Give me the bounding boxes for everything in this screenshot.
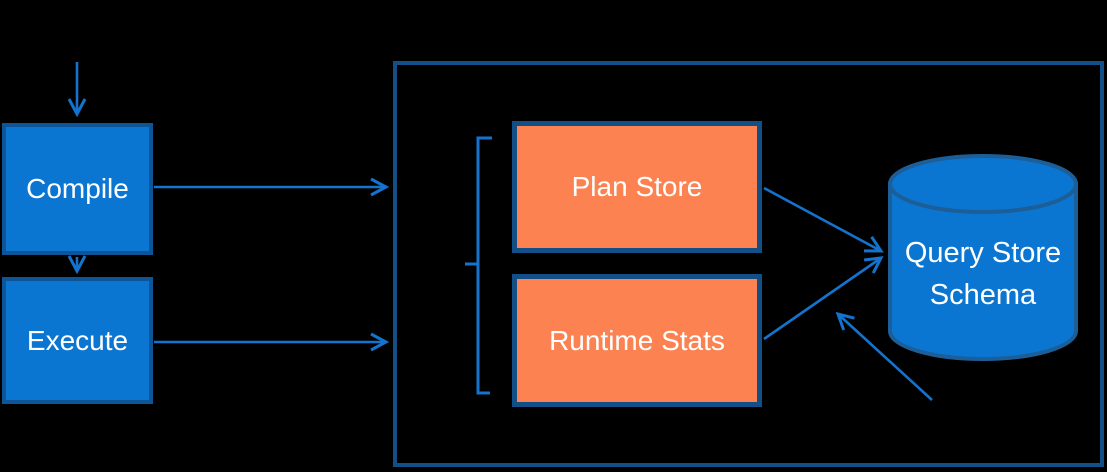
node-execute-label: Execute	[26, 324, 129, 356]
query-store-container-box	[393, 61, 1104, 467]
node-plan-store: Plan Store	[512, 121, 762, 253]
node-plan-store-label: Plan Store	[571, 171, 703, 202]
node-runtime-stats: Runtime Stats	[512, 274, 762, 407]
node-execute: Execute	[2, 277, 153, 404]
node-compile: Compile	[2, 123, 153, 255]
schema-label-line2: Schema	[929, 279, 1037, 312]
node-runtime-stats-label: Runtime Stats	[549, 324, 725, 356]
schema-label-line1: Query Store	[904, 237, 1062, 269]
node-compile-label: Compile	[26, 173, 129, 204]
node-query-store-schema-label: Query Store Schema	[883, 232, 1083, 316]
